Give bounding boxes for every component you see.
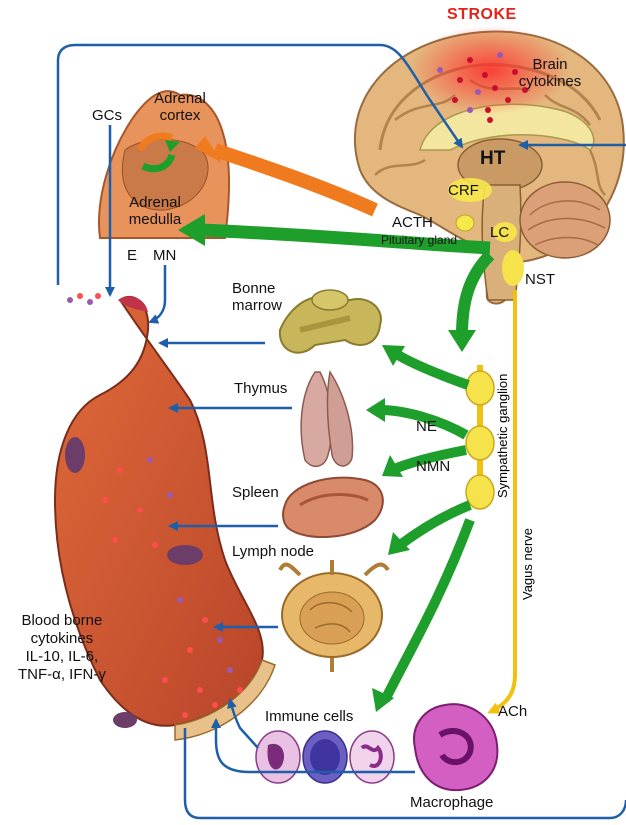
acth-label: ACTH: [392, 214, 433, 231]
thymus-label: Thymus: [234, 380, 287, 397]
ne-label: NE: [416, 418, 437, 435]
vagus-nerve-label: Vagus nerve: [520, 528, 535, 600]
vagus-nerve-line: [490, 290, 515, 712]
acth-to-adrenal-arrow: [215, 150, 375, 210]
lymph-node-label: Lymph node: [232, 543, 314, 560]
blood-borne-cytokines-label: Blood borne cytokines IL-10, IL-6, TNF-α…: [18, 612, 106, 684]
bone-marrow-image: [280, 290, 381, 353]
lymph-node-image: [280, 560, 388, 672]
spleen-label: Spleen: [232, 484, 279, 501]
adrenal-cortex-label: Adrenal cortex: [140, 90, 220, 124]
gcs-label: GCs: [92, 107, 122, 124]
brain-cytokines-label: Brain cytokines: [505, 56, 595, 90]
lc-to-ganglion-arrow: [462, 255, 490, 335]
macrophage-label: Macrophage: [410, 794, 493, 811]
ganglion-to-organs-arrows: [380, 355, 470, 700]
adrenal-medulla-label: Adrenal medulla: [110, 194, 200, 228]
pituitary-gland-label: Pituitary gland: [381, 232, 457, 249]
spleen-image: [283, 478, 383, 537]
ht-label: HT: [480, 150, 505, 167]
crf-label: CRF: [448, 182, 479, 199]
stroke-title: STROKE: [447, 6, 517, 24]
nmn-label: NMN: [416, 458, 450, 475]
sympathetic-ganglion-label: Sympathetic ganglion: [495, 374, 510, 498]
mn-label: MN: [153, 247, 176, 264]
bone-marrow-label: Bonne marrow: [232, 280, 282, 314]
nst-label: NST: [525, 271, 555, 288]
e-label: E: [127, 247, 137, 264]
ach-label: ACh: [498, 703, 527, 720]
thymus-image: [301, 372, 352, 466]
macrophage-image: [414, 704, 497, 790]
immune-cells-label: Immune cells: [265, 708, 353, 725]
immune-cells-image: [256, 731, 394, 783]
sympathetic-ganglion-chain: [466, 365, 494, 509]
lc-label: LC: [490, 224, 509, 241]
